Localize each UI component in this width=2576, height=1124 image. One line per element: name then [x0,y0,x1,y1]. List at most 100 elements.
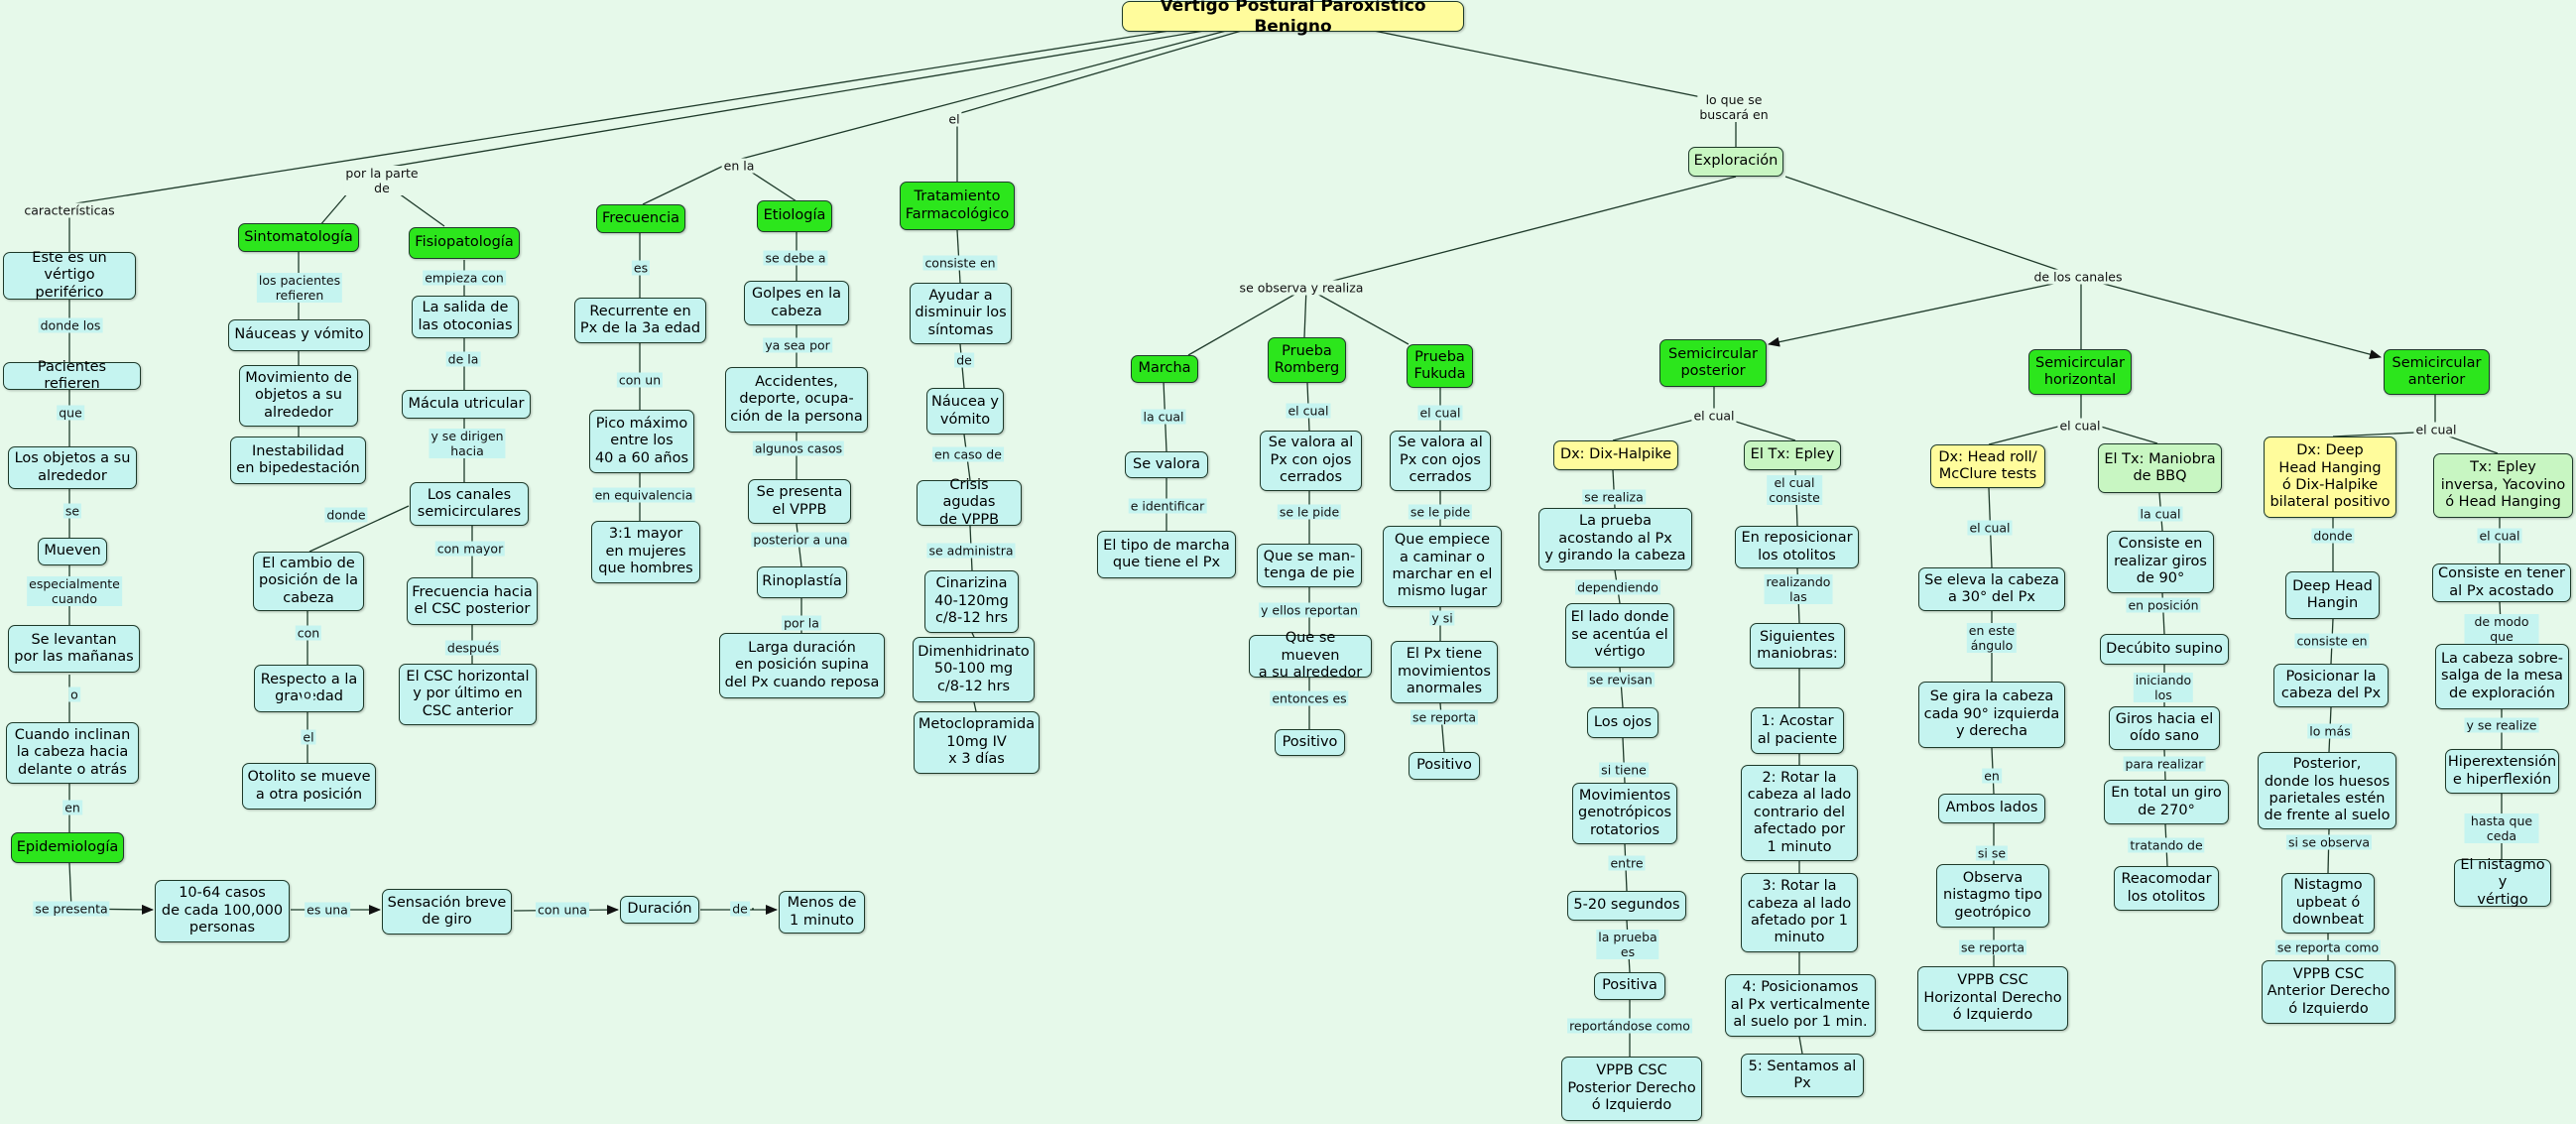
node-nistagmo-vertigo[interactable]: El nistagmo y vértigo [2454,857,2551,908]
node-romberg-ojos-cerrados[interactable]: Se valora al Px con ojos cerrados [1260,431,1362,491]
node-los-ojos[interactable]: Los ojos [1587,707,1658,738]
node-giros-oido-sano[interactable]: Giros hacia el oído sano [2109,706,2220,750]
node-px-acostado[interactable]: Consiste en tener al Px acostado [2432,563,2571,602]
node-metoclopramida[interactable]: Metoclopramida 10mg IV x 3 días [914,711,1040,774]
node-maniobra-4[interactable]: 4: Posicionamos al Px verticalmente al s… [1725,974,1876,1037]
node-se-levantan[interactable]: Se levantan por las mañanas [8,625,140,673]
node-positiva[interactable]: Positiva [1594,972,1665,1000]
node-casos[interactable]: 10-64 casos de cada 100,000 personas [155,880,290,942]
node-cinarizina[interactable]: Cinarizina 40-120mg c/8-12 hrs [924,570,1019,633]
node-ayudar-sintomas[interactable]: Ayudar a disminuir los síntomas [910,283,1012,344]
node-tx-maniobra-bbq[interactable]: El Tx: Maniobra de BBQ [2098,443,2222,493]
node-etiologia[interactable]: Etiología [757,200,832,232]
node-mujeres-hombres[interactable]: 3:1 mayor en mujeres que hombres [591,521,700,583]
node-dx-head-roll[interactable]: Dx: Head roll/ McClure tests [1930,444,2045,488]
node-inestabilidad[interactable]: Inestabilidad en bipedestación [230,437,366,484]
node-menos-minuto[interactable]: Menos de 1 minuto [779,891,865,934]
node-siguientes-maniobras[interactable]: Siguientes maniobras: [1750,623,1845,669]
node-romberg-positivo[interactable]: Positivo [1275,729,1345,756]
node-inclinan-cabeza[interactable]: Cuando inclinan la cabeza hacia delante … [6,722,139,784]
node-lado-vertigo[interactable]: El lado donde se acentúa el vértigo [1565,603,1674,668]
node-dx-dix-halpike[interactable]: Dx: Dix-Halpike [1553,440,1678,470]
node-semicircular-posterior[interactable]: Semicircular posterior [1659,339,1767,387]
node-reacomodar-otolitos[interactable]: Reacomodar los otolitos [2114,866,2219,911]
node-maniobra-3[interactable]: 3: Rotar la cabeza al lado afetado por 1… [1741,873,1858,952]
node-csc-horizontal[interactable]: El CSC horizontal y por último en CSC an… [399,664,537,725]
node-pico-maximo[interactable]: Pico máximo entre los 40 a 60 años [589,410,694,473]
node-nistagmo-geotropico[interactable]: Observa nistagmo tipo geotrópico [1936,864,2049,928]
node-maniobra-2[interactable]: 2: Rotar la cabeza al lado contrario del… [1741,765,1858,861]
node-fukuda-ojos-cerrados[interactable]: Se valora al Px con ojos cerrados [1390,431,1491,491]
node-cabeza-sobresalga[interactable]: La cabeza sobre- salga de la mesa de exp… [2435,644,2569,709]
node-nistagmo-upbeat[interactable]: Nistagmo upbeat ó downbeat [2281,873,2375,934]
node-vppb-csc-posterior[interactable]: VPPB CSC Posterior Derecho ó Izquierdo [1561,1057,1702,1121]
node-decubito-supino[interactable]: Decúbito supino [2100,634,2229,665]
node-fukuda-positivo[interactable]: Positivo [1409,752,1480,780]
node-semicircular-anterior[interactable]: Semicircular anterior [2384,349,2490,395]
node-movimientos-genotropicos[interactable]: Movimientos genotrópicos rotatorios [1572,783,1677,844]
link-label: en la [721,158,757,174]
node-prueba-acostando[interactable]: La prueba acostando al Px y girando la c… [1538,508,1692,570]
node-exploracion[interactable]: Exploración [1688,147,1783,177]
node-dx-deep-head-hanging[interactable]: Dx: Deep Head Hanging ó Dix-Halpike bila… [2264,437,2396,518]
node-deep-head-hangin[interactable]: Deep Head Hangin [2285,571,2380,619]
node-semicircular-horizontal[interactable]: Semicircular horizontal [2028,349,2132,395]
node-larga-duracion[interactable]: Larga duración en posición supina del Px… [719,633,885,698]
node-prueba-romberg[interactable]: Prueba Romberg [1268,337,1346,383]
node-frecuencia[interactable]: Frecuencia [596,204,685,233]
node-ambos-lados[interactable]: Ambos lados [1938,794,2045,823]
node-vertigo-periferico[interactable]: Este es un vértigo periférico [3,250,136,301]
node-maniobra-5[interactable]: 5: Sentamos al Px [1741,1054,1864,1097]
node-tx-epley-inversa[interactable]: Tx: Epley inversa, Yacovino ó Head Hangi… [2433,453,2573,518]
node-nauceas-vomito[interactable]: Náuceas y vómito [228,319,370,351]
node-reposicionar-otolitos[interactable]: En reposicionar los otolitos [1735,526,1859,568]
node-salida-otoconias[interactable]: La salida de las otoconias [412,296,519,338]
node-movimiento-objetos[interactable]: Movimiento de objetos a su alrededor [239,365,358,427]
node-tratamiento-farmacologico[interactable]: Tratamiento Farmacológico [900,182,1015,230]
node-fisiopatologia[interactable]: Fisiopatología [409,227,520,259]
link-label: el cual [1417,405,1463,421]
node-giros-90[interactable]: Consiste en realizar giros de 90° [2107,531,2214,593]
node-vppb-csc-anterior[interactable]: VPPB CSC Anterior Derecho ó Izquierdo [2262,960,2395,1024]
node-se-presenta-vppb[interactable]: Se presenta el VPPB [748,479,851,524]
node-golpes-cabeza[interactable]: Golpes en la cabeza [744,281,849,325]
node-accidentes[interactable]: Accidentes, deporte, ocupa- ción de la p… [725,367,868,433]
map-title[interactable]: Vértigo Postural Paroxístico Benigno [1122,0,1464,37]
node-mueven-alrededor[interactable]: Que se mueven a su alrededor [1249,630,1372,681]
node-canales-semicirculares[interactable]: Los canales semicirculares [410,482,529,526]
node-sensacion-giro[interactable]: Sensación breve de giro [382,889,512,935]
node-duracion[interactable]: Duración [620,896,699,924]
node-vppb-csc-horizontal[interactable]: VPPB CSC Horizontal Derecho ó Izquierdo [1917,966,2068,1031]
node-rinoplastia[interactable]: Rinoplastía [757,566,847,598]
node-se-valora[interactable]: Se valora [1125,451,1208,478]
node-tipo-marcha[interactable]: El tipo de marcha que tiene el Px [1097,531,1236,578]
node-recurrente[interactable]: Recurrente en Px de la 3a edad [574,298,706,343]
node-gira-cabeza-90[interactable]: Se gira la cabeza cada 90° izquierda y d… [1918,682,2065,748]
node-otolito-mueve[interactable]: Otolito se mueve a otra posición [242,763,376,810]
node-tx-epley[interactable]: El Tx: Epley [1744,440,1841,470]
node-maniobra-1[interactable]: 1: Acostar al paciente [1751,707,1844,754]
node-crisis-agudas[interactable]: Crisis agudas de VPPB [917,477,1022,528]
node-movimientos-anormales[interactable]: El Px tiene movimientos anormales [1391,641,1498,703]
node-objetos-alrededor[interactable]: Los objetos a su alrededor [8,446,137,489]
node-prueba-fukuda[interactable]: Prueba Fukuda [1407,344,1473,388]
node-empiece-caminar[interactable]: Que empiece a caminar o marchar en el mi… [1383,526,1502,607]
node-mantenga-pie[interactable]: Que se man- tenga de pie [1257,544,1362,587]
node-eleva-cabeza-30[interactable]: Se eleva la cabeza a 30° del Px [1918,567,2065,611]
node-epidemiologia[interactable]: Epidemiología [11,832,124,863]
node-5-20-segundos[interactable]: 5-20 segundos [1567,891,1686,921]
node-hiperextension[interactable]: Hiperextensión e hiperflexión [2445,749,2559,794]
link-label: tratando de [2128,837,2205,853]
node-posicionar-cabeza[interactable]: Posicionar la cabeza del Px [2273,664,2389,707]
node-mueven[interactable]: Mueven [38,538,107,565]
node-giro-270[interactable]: En total un giro de 270° [2104,780,2229,824]
node-cambio-posicion[interactable]: El cambio de posición de la cabeza [253,552,364,611]
node-macula-utricular[interactable]: Mácula utricular [402,390,531,419]
node-marcha[interactable]: Marcha [1131,355,1198,383]
node-pacientes-refieren[interactable]: Pacientes refieren [3,359,141,392]
node-dimenhidrinato[interactable]: Dimenhidrinato 50-100 mg c/8-12 hrs [913,637,1035,702]
node-sintomatologia[interactable]: Sintomatología [238,223,359,252]
node-naucea-vomito[interactable]: Náucea y vómito [926,388,1004,435]
node-frecuencia-csc-posterior[interactable]: Frecuencia hacia el CSC posterior [407,577,538,625]
node-huesos-parietales[interactable]: Posterior, donde los huesos parietales e… [2258,752,2396,829]
